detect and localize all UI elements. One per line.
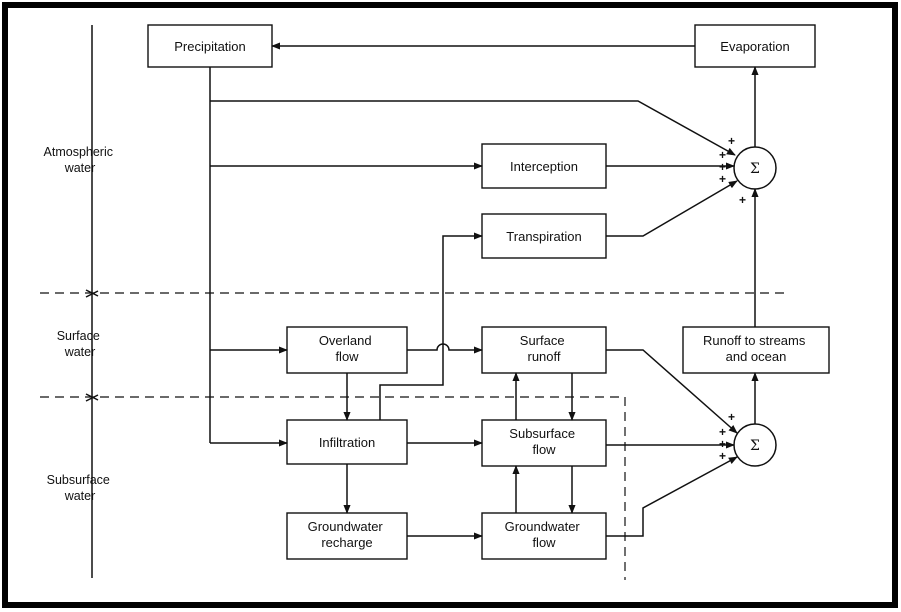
box-runoff-to-streams: Runoff to streams and ocean xyxy=(682,326,830,374)
svg-text:+: + xyxy=(728,134,735,148)
surface-subsurface-boundary xyxy=(40,396,626,580)
svg-text:Σ: Σ xyxy=(750,161,760,177)
svg-text:+: + xyxy=(728,410,735,424)
svg-text:+: + xyxy=(719,160,726,174)
svg-text:Interception: Interception xyxy=(510,159,578,174)
sum-node-upper: Σ + + + + + xyxy=(719,134,777,207)
svg-text:Transpiration: Transpiration xyxy=(506,229,581,244)
svg-text:Groundwater flow: Groundwater flow xyxy=(505,519,584,550)
box-groundwater-flow: Groundwater flow xyxy=(481,512,607,560)
box-transpiration: Transpiration xyxy=(481,213,607,259)
svg-text:Surface runoff: Surface runoff xyxy=(520,333,568,364)
svg-text:Infiltration: Infiltration xyxy=(319,435,375,450)
box-evaporation: Evaporation xyxy=(694,24,816,68)
svg-text:Subsurface flow: Subsurface flow xyxy=(509,426,578,457)
box-overland-flow: Overland flow xyxy=(286,326,408,374)
svg-text:+: + xyxy=(739,193,746,207)
svg-text:Overland flow: Overland flow xyxy=(319,333,375,364)
svg-text:Evaporation: Evaporation xyxy=(720,39,789,54)
box-surface-runoff: Surface runoff xyxy=(481,326,607,374)
svg-text:+: + xyxy=(719,172,726,186)
svg-text:Precipitation: Precipitation xyxy=(174,39,246,54)
box-subsurface-flow: Subsurface flow xyxy=(481,419,607,467)
box-precipitation: Precipitation xyxy=(147,24,273,68)
svg-text:+: + xyxy=(719,437,726,451)
svg-text:Σ: Σ xyxy=(750,438,760,454)
svg-text:+: + xyxy=(719,425,726,439)
svg-text:+: + xyxy=(719,148,726,162)
svg-text:+: + xyxy=(719,449,726,463)
svg-text:Runoff to streams and oc: Runoff to streams and ocean xyxy=(703,333,809,364)
zone-label-atmospheric: Atmospheric water xyxy=(44,145,117,175)
box-infiltration: Infiltration xyxy=(286,419,408,465)
sum-node-lower: Σ + + + + xyxy=(719,410,777,467)
svg-text:Groundwater recharge: Groundwater recharge xyxy=(308,519,387,550)
flow-arrows xyxy=(209,42,759,540)
box-interception: Interception xyxy=(481,143,607,189)
box-groundwater-recharge: Groundwater recharge xyxy=(286,512,408,560)
zone-axis xyxy=(85,25,99,578)
zone-label-surface: Surface water xyxy=(57,329,104,359)
zone-label-subsurface: Subsurface water xyxy=(47,473,114,503)
